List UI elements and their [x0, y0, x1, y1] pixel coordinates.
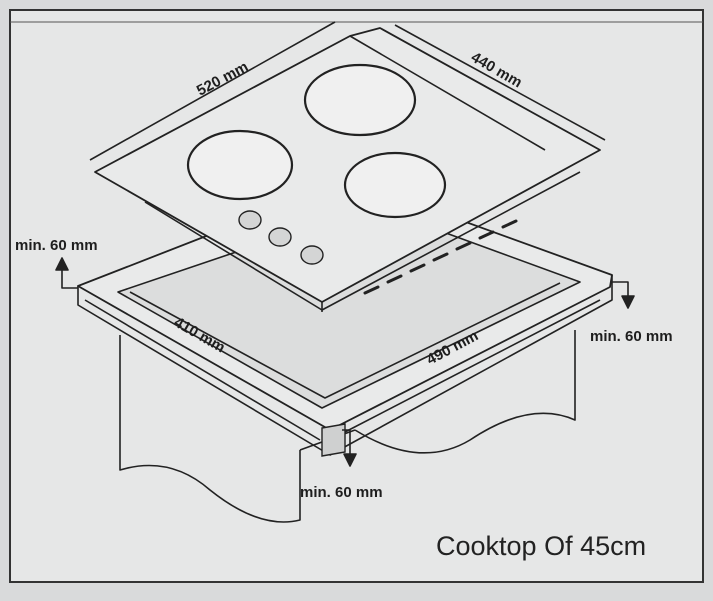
label-clearance-right: min. 60 mm — [590, 328, 673, 345]
burner-front-right — [343, 151, 447, 219]
cutout-inner-edge — [129, 282, 561, 399]
dim-line-440 — [394, 24, 606, 141]
clearance-arrow-right — [612, 281, 635, 309]
cooktop-frame-line — [349, 35, 546, 151]
cabinet-left-side — [119, 335, 301, 523]
vent-slots — [363, 219, 518, 295]
cabinet-right-side — [354, 330, 576, 454]
cooktop-glass-top — [94, 27, 601, 303]
diagram-caption: Cooktop Of 45cm — [436, 531, 646, 561]
knob-2 — [268, 227, 292, 247]
dim-line-520 — [89, 21, 336, 161]
knob-3 — [300, 245, 324, 265]
dim-line-410 — [84, 299, 321, 441]
clearance-arrow-front — [342, 429, 357, 467]
knob-1 — [238, 210, 262, 230]
control-knobs — [238, 210, 324, 265]
countertop-corner-block — [321, 423, 346, 457]
countertop-right-edge — [329, 275, 613, 456]
label-clearance-front: min. 60 mm — [300, 484, 383, 501]
burner-front-left — [186, 129, 294, 201]
burner-back — [303, 63, 417, 137]
label-clearance-left: min. 60 mm — [15, 237, 98, 254]
dim-line-490 — [344, 299, 601, 433]
clearance-arrow-left — [55, 257, 78, 289]
